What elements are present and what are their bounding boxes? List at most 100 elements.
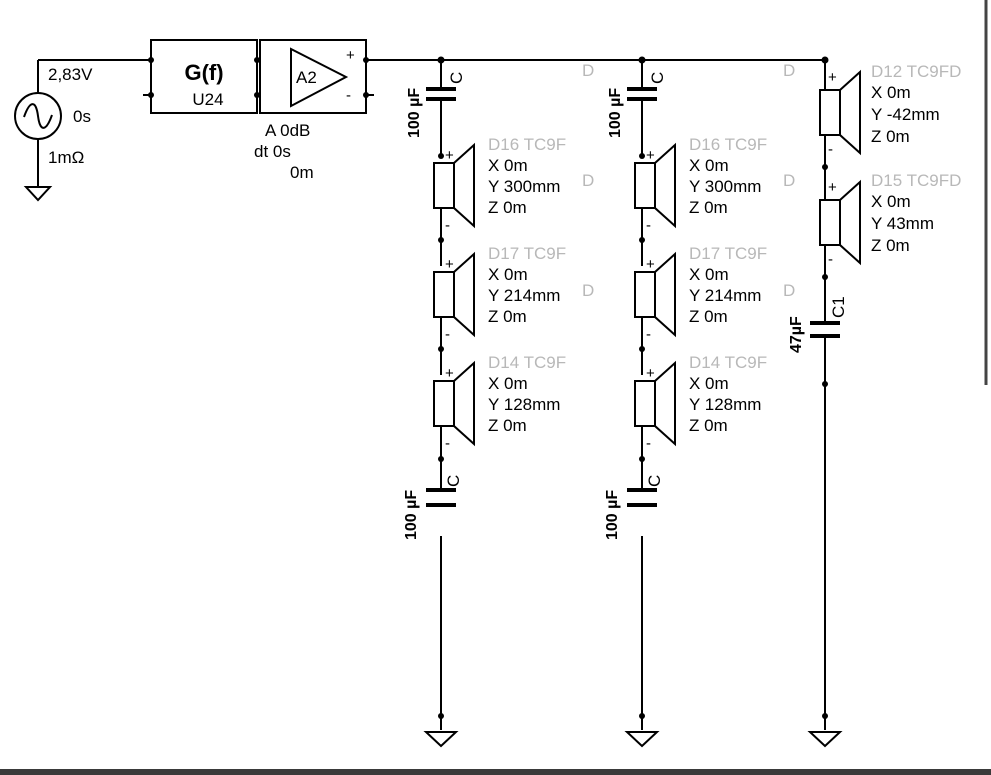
capacitor-c-top[interactable]: 100 µF C: [406, 72, 466, 138]
pin-minus: -: [445, 435, 450, 452]
capacitor-c1[interactable]: 47µF C1: [788, 296, 848, 353]
amp-plus: +: [346, 47, 355, 64]
ground-icon: [423, 731, 459, 748]
cap-label: C1: [829, 296, 848, 318]
driver-x: X 0m: [871, 192, 911, 211]
amplifier-block[interactable]: A2 + - A 0dB dt 0s 0m: [254, 39, 369, 182]
speaker-driver-d14[interactable]: + - D14 TC9F X 0m Y 128mm Z 0m: [433, 346, 566, 452]
pin-plus: +: [445, 365, 454, 382]
driver-z: Z 0m: [689, 416, 728, 435]
transfer-function-block[interactable]: G(f) U24: [148, 39, 260, 114]
speaker-icon: [453, 142, 475, 229]
pin-plus: +: [445, 256, 454, 273]
speaker-driver-d17[interactable]: + - D17 TC9F X 0m Y 214mm Z 0m D: [433, 237, 594, 343]
speaker-driver-d16[interactable]: + - D16 TC9F X 0m Y 300mm Z 0m D: [634, 135, 795, 234]
driver-y: Y 300mm: [689, 177, 761, 196]
amp-delay: dt 0s: [254, 142, 291, 161]
driver-y: Y 214mm: [689, 286, 761, 305]
driver-z: Z 0m: [689, 198, 728, 217]
sine-icon: [23, 103, 53, 129]
driver-x: X 0m: [689, 374, 729, 393]
driver-z: Z 0m: [871, 236, 910, 255]
driver-name: D15 TC9FD: [871, 171, 961, 190]
driver-name: D16 TC9F: [689, 135, 767, 154]
driver-name: D12 TC9FD: [871, 62, 961, 81]
pin-plus: +: [828, 69, 837, 86]
cap-label: C: [645, 475, 664, 487]
pin-minus: -: [646, 217, 651, 234]
driver-tag: D: [783, 171, 795, 190]
pin-minus: -: [646, 326, 651, 343]
cap-value: 100 µF: [604, 490, 621, 540]
amp-gain: A 0dB: [265, 121, 310, 140]
speaker-icon: [839, 179, 861, 266]
ground-icon: [624, 731, 660, 748]
driver-z: Z 0m: [689, 307, 728, 326]
amp-distance: 0m: [290, 163, 314, 182]
speaker-icon: [453, 360, 475, 447]
driver-z: Z 0m: [871, 127, 910, 146]
driver-y: Y 128mm: [488, 395, 560, 414]
cap-label: C: [447, 72, 466, 84]
driver-y: Y 300mm: [488, 177, 560, 196]
driver-y: Y 128mm: [689, 395, 761, 414]
speaker-driver-d12[interactable]: + - D12 TC9FD X 0m Y -42mm Z 0m: [819, 62, 961, 158]
speaker-icon: [654, 251, 676, 338]
block-title: G(f): [184, 60, 223, 85]
speaker-icon: [654, 142, 676, 229]
driver-y: Y -42mm: [871, 105, 940, 124]
pin-plus: +: [828, 179, 837, 196]
pin-minus: -: [646, 435, 651, 452]
driver-tag: D: [582, 281, 594, 300]
driver-name: D14 TC9F: [689, 353, 767, 372]
driver-z: Z 0m: [488, 416, 527, 435]
cap-value: 47µF: [788, 316, 805, 353]
speaker-driver-d17[interactable]: + - D17 TC9F X 0m Y 214mm Z 0m D: [634, 237, 795, 343]
pin-plus: +: [646, 147, 655, 164]
amplifier-label: A2: [296, 68, 317, 87]
tweeter-branch: + - D12 TC9FD X 0m Y -42mm Z 0m + - D15 …: [788, 56, 961, 748]
woofer-branch-1: 100 µF C D + - D16 TC9F X 0m Y 300mm Z 0…: [403, 56, 594, 748]
driver-x: X 0m: [689, 156, 729, 175]
amp-minus: -: [346, 87, 351, 104]
driver-tag: D: [582, 171, 594, 190]
capacitor-c-bottom[interactable]: 100 µF C: [604, 475, 664, 540]
cap-value: 100 µF: [607, 88, 624, 138]
driver-name: D14 TC9F: [488, 353, 566, 372]
voltage-source[interactable]: 2,83V 0s 1mΩ: [14, 60, 93, 202]
amplifier-triangle-icon: [290, 47, 349, 108]
capacitor-c-bottom[interactable]: 100 µF C: [403, 475, 463, 540]
driver-z: Z 0m: [488, 307, 527, 326]
speaker-driver-d14[interactable]: + - D14 TC9F X 0m Y 128mm Z 0m: [634, 346, 767, 452]
branch-tag: D: [783, 61, 795, 80]
cap-value: 100 µF: [406, 88, 423, 138]
pin-plus: +: [646, 365, 655, 382]
ground-icon: [807, 731, 843, 748]
driver-name: D17 TC9F: [488, 244, 566, 263]
driver-x: X 0m: [689, 265, 729, 284]
speaker-icon: [654, 360, 676, 447]
driver-name: D16 TC9F: [488, 135, 566, 154]
branch-tag: D: [582, 61, 594, 80]
driver-y: Y 43mm: [871, 214, 934, 233]
pin-plus: +: [646, 256, 655, 273]
block-ref: U24: [192, 90, 223, 109]
cap-label: C: [648, 72, 667, 84]
driver-name: D17 TC9F: [689, 244, 767, 263]
speaker-driver-d16[interactable]: + - D16 TC9F X 0m Y 300mm Z 0m D: [433, 135, 594, 234]
driver-x: X 0m: [871, 83, 911, 102]
ground-icon: [23, 186, 53, 202]
driver-y: Y 214mm: [488, 286, 560, 305]
pin-plus: +: [445, 147, 454, 164]
cap-label: C: [444, 475, 463, 487]
source-resistance: 1mΩ: [48, 148, 84, 167]
source-delay: 0s: [73, 107, 91, 126]
capacitor-c-top[interactable]: 100 µF C: [607, 72, 667, 138]
cap-value: 100 µF: [403, 490, 420, 540]
pin-minus: -: [828, 141, 833, 158]
driver-x: X 0m: [488, 156, 528, 175]
speaker-icon: [453, 251, 475, 338]
speaker-driver-d15[interactable]: + - D15 TC9FD X 0m Y 43mm Z 0m: [819, 171, 961, 268]
driver-z: Z 0m: [488, 198, 527, 217]
